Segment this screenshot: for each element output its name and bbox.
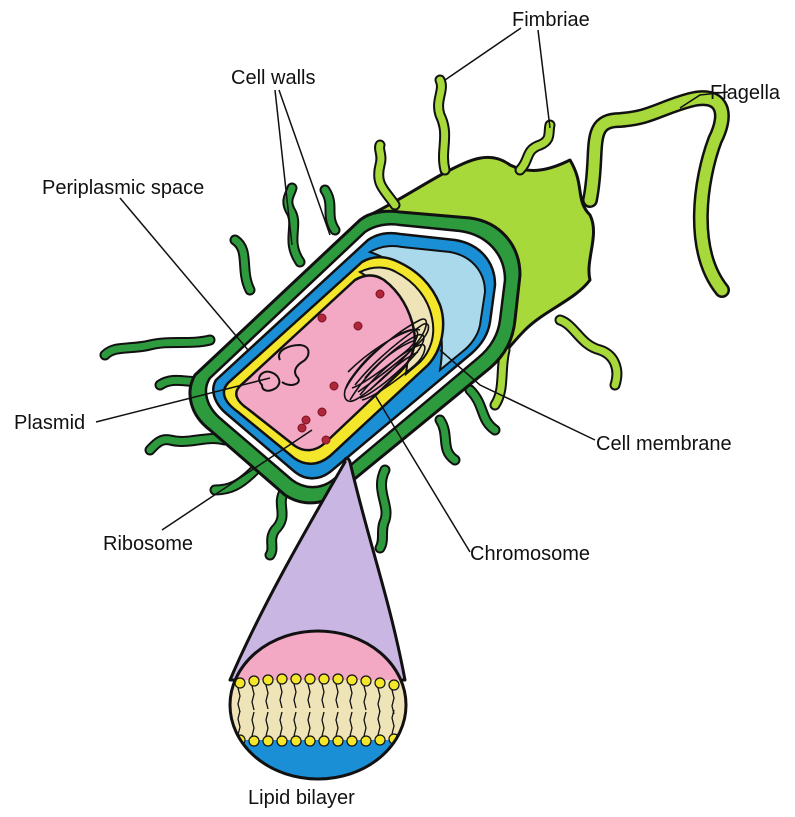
- label-ribosome: Ribosome: [103, 534, 193, 554]
- label-plasmid: Plasmid: [14, 413, 85, 433]
- label-fimbriae: Fimbriae: [512, 10, 590, 30]
- label-cell-walls: Cell walls: [231, 68, 315, 88]
- label-flagella: Flagella: [710, 83, 780, 103]
- label-cell-membrane: Cell membrane: [596, 434, 732, 454]
- label-lipid-bilayer: Lipid bilayer: [248, 788, 355, 808]
- leader-cellwall-1: [275, 90, 292, 245]
- label-periplasmic-space: Periplasmic space: [42, 178, 204, 198]
- leader-fimbriae-1: [445, 28, 521, 80]
- leader-periplasm: [120, 198, 248, 350]
- leader-fimbriae-2: [538, 30, 550, 128]
- label-chromosome: Chromosome: [470, 544, 590, 564]
